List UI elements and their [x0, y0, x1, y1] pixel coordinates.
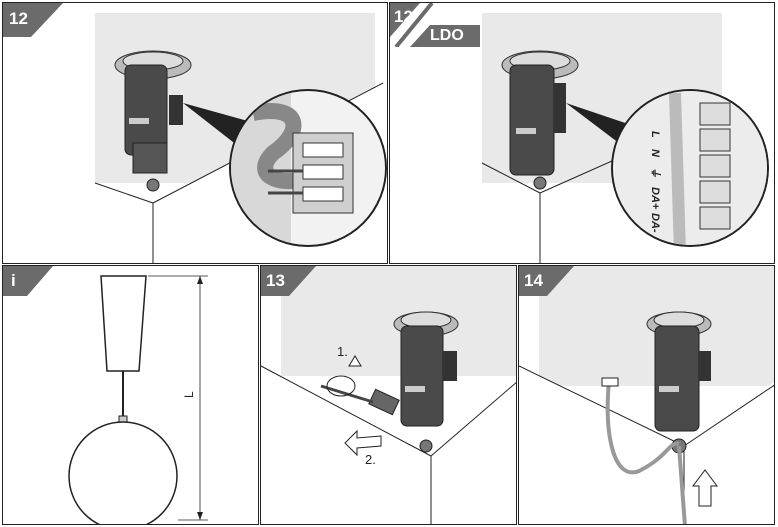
step-variant: LDO [430, 27, 464, 44]
step-badge [261, 266, 316, 296]
step-number: 14 [524, 271, 543, 290]
info-icon: i [11, 271, 16, 290]
connector-plug-illustration: 1. 2. [261, 266, 516, 524]
terminal-label: N [649, 149, 661, 158]
step-number: 12 [9, 9, 28, 28]
terminal-label: ⏚ [649, 167, 661, 178]
panel-step-12-ldo: L N ⏚ DA+ DA- 12 LDO [389, 2, 775, 264]
motion-label-2: 2. [365, 452, 376, 467]
panel-step-14: 14 [518, 265, 775, 525]
step-number: 13 [266, 271, 285, 290]
terminal-label: DA- [649, 213, 661, 233]
info-badge [3, 266, 53, 296]
wiring-illustration [3, 13, 387, 263]
terminal-label: DA+ [649, 187, 661, 210]
step-badge [519, 266, 574, 296]
step-badge [390, 3, 480, 47]
step-badge [3, 3, 63, 37]
terminal-label: L [649, 131, 661, 138]
wiring-illustration-ldo: L N ⏚ DA+ DA- [481, 13, 769, 263]
pendant-dimension-illustration: L [68, 275, 208, 524]
panel-step-13: 1. 2. 13 [260, 265, 517, 525]
motion-label-1: 1. [337, 344, 348, 359]
panel-info: L i [2, 265, 259, 525]
cable-routing-illustration [519, 266, 774, 524]
panel-step-12: 12 [2, 2, 388, 264]
dimension-label: L [182, 391, 196, 398]
step-number: 12 [394, 7, 413, 26]
